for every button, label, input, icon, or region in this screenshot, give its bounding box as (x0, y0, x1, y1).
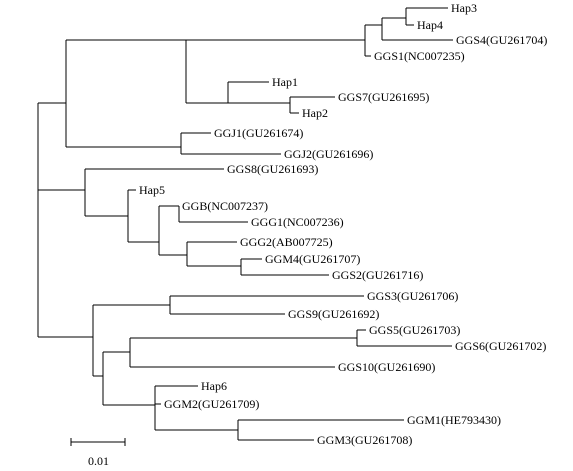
leaf-label: Hap5 (139, 183, 165, 197)
leaf-label: GGM3(GU261708) (317, 433, 412, 447)
leaf-label: GGS6(GU261702) (455, 339, 546, 353)
leaf-label: Hap4 (417, 18, 443, 32)
scale-bar-label: 0.01 (88, 454, 109, 468)
leaf-label: GGS3(GU261706) (367, 289, 458, 303)
leaf-label: Hap6 (201, 379, 227, 393)
leaf-label: GGB(NC007237) (182, 199, 268, 213)
leaf-label: GGM2(GU261709) (164, 397, 259, 411)
leaf-label: GGM1(HE793430) (407, 413, 501, 427)
scale-bar: 0.01 (70, 438, 126, 468)
leaf-label: GGJ2(GU261696) (284, 147, 373, 161)
leaf-label: Hap3 (451, 1, 477, 15)
leaf-label: GGS8(GU261693) (227, 162, 318, 176)
leaf-label: GGS4(GU261704) (456, 33, 547, 47)
leaf-label: GGG1(NC007236) (251, 215, 344, 229)
leaf-label: GGS1(NC007235) (374, 49, 465, 63)
leaf-label: GGS10(GU261690) (338, 360, 435, 374)
leaf-label: GGJ1(GU261674) (214, 126, 303, 140)
leaf-label: Hap2 (302, 106, 328, 120)
leaf-label: GGM4(GU261707) (265, 252, 360, 266)
leaf-label: GGS2(GU261716) (332, 268, 423, 282)
leaf-label: GGS7(GU261695) (338, 90, 429, 104)
leaf-label: Hap1 (272, 75, 298, 89)
leaf-label: GGS9(GU261692) (288, 307, 379, 321)
leaf-label: GGS5(GU261703) (369, 323, 460, 337)
leaf-label: GGG2(AB007725) (240, 235, 333, 249)
